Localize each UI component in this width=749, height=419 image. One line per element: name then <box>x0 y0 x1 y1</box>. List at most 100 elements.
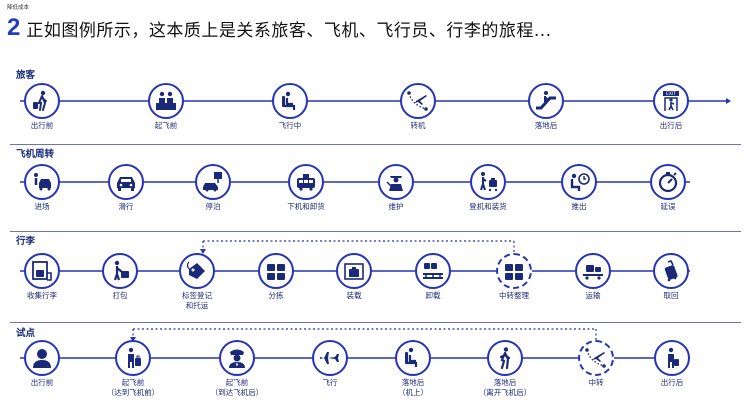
row-label-baggage: 行李 <box>16 236 36 247</box>
boarding-loading-icon <box>480 172 498 192</box>
step-baggage-transfer[interactable]: 中转整理 <box>468 253 560 301</box>
step-baggage-tag-checkin[interactable]: 标签登记 和托运 <box>151 253 243 311</box>
step-pilot-transfer[interactable]: 中转 <box>550 340 642 388</box>
walking-luggage-icon <box>33 90 47 111</box>
step-circle <box>24 83 60 119</box>
check-in-counter-icon <box>156 91 176 110</box>
step-aircraft-boarding[interactable]: 登机和装货 <box>442 164 534 212</box>
pilot-avatar-icon <box>33 349 51 368</box>
step-aircraft-pushback[interactable]: 推出 <box>533 164 625 212</box>
pushback-clock-icon <box>570 173 590 191</box>
step-aircraft-arrival[interactable]: 进场 <box>0 164 88 212</box>
step-label: 分拣 <box>268 291 284 300</box>
step-baggage-unload[interactable]: 卸载 <box>387 253 479 301</box>
step-label: 出行前 <box>30 121 54 130</box>
step-passenger-before-takeoff[interactable]: 起飞前 <box>120 83 212 131</box>
step-label: 转机 <box>410 121 426 130</box>
heading-text: 正如图例所示，这本质上是关系旅客、飞机、飞行员、行李的旅程... <box>26 20 552 41</box>
step-label: 出行后 <box>660 378 684 387</box>
step-label: 飞行 <box>322 378 338 387</box>
person-car-icon <box>34 173 51 191</box>
step-baggage-retrieve[interactable]: 取回 <box>625 253 717 301</box>
step-baggage-transport[interactable]: 运输 <box>547 253 639 301</box>
row-label-pilot: 试点 <box>16 328 36 339</box>
step-circle <box>179 253 215 289</box>
escalator-icon <box>536 91 556 110</box>
row-label-passenger: 旅客 <box>16 70 36 81</box>
row-divider <box>10 144 741 145</box>
step-label-second-line: （达到飞机前） <box>106 388 160 397</box>
step-label: 停泊 <box>205 202 221 211</box>
baggage-collection-icon <box>32 261 52 281</box>
step-label: 推出 <box>571 202 587 211</box>
step-circle <box>219 340 255 376</box>
step-pilot-landed-onboard[interactable]: 落地后 （机上） <box>367 340 459 398</box>
step-aircraft-parking[interactable]: 停泊 <box>167 164 259 212</box>
step-circle <box>487 340 523 376</box>
row-label-aircraft: 飞机周转 <box>16 149 55 160</box>
step-circle <box>24 164 60 200</box>
top-tag: 降低成本 <box>7 5 30 11</box>
step-pilot-before-aircraft[interactable]: 起飞前 （达到飞机前） <box>87 340 179 398</box>
step-label: 收集行李 <box>27 291 57 300</box>
step-label: 中转整理 <box>499 291 529 300</box>
step-pilot-at-aircraft[interactable]: 起飞前 （到达飞机后） <box>191 340 283 398</box>
step-baggage-collect[interactable]: 收集行李 <box>0 253 88 301</box>
step-passenger-after-travel[interactable]: EXIT 出行后 <box>625 83 717 131</box>
step-label: 打包 <box>112 291 128 300</box>
svg-text:EXIT: EXIT <box>666 91 676 97</box>
pilot-with-luggage-icon <box>128 347 141 368</box>
step-pilot-before-travel[interactable]: 出行前 <box>0 340 88 388</box>
step-circle <box>561 164 597 200</box>
step-baggage-pack[interactable]: 打包 <box>74 253 166 301</box>
step-baggage-load[interactable]: 装载 <box>308 253 400 301</box>
step-aircraft-deboarding[interactable]: 下机和卸货 <box>260 164 352 212</box>
step-aircraft-maintenance[interactable]: 维护 <box>350 164 442 212</box>
step-passenger-in-flight[interactable]: 飞行中 <box>244 83 336 131</box>
exit-sign-icon: EXIT <box>663 91 679 111</box>
step-label: 出行后 <box>659 121 683 130</box>
step-label: 维护 <box>388 202 404 211</box>
step-passenger-after-landing[interactable]: 落地后 <box>500 83 592 131</box>
step-circle <box>24 253 60 289</box>
step-passenger-transfer[interactable]: 转机 <box>372 83 464 131</box>
walking-person-icon <box>499 347 511 370</box>
step-label: 落地后 <box>534 121 558 130</box>
pilot-cap-icon <box>229 349 245 368</box>
step-label-second-line: 和托运 <box>185 301 209 310</box>
step-label: 飞行中 <box>278 121 302 130</box>
step-circle <box>650 164 686 200</box>
step-aircraft-delay[interactable]: 延误 <box>622 164 714 212</box>
step-pilot-left-aircraft[interactable]: 落地后 （离开飞机后） <box>459 340 551 398</box>
step-circle <box>400 83 436 119</box>
step-circle <box>470 164 506 200</box>
step-passenger-before-travel[interactable]: 出行前 <box>0 83 88 131</box>
step-circle <box>653 253 689 289</box>
step-baggage-sort[interactable]: 分拣 <box>230 253 322 301</box>
step-circle <box>654 340 690 376</box>
step-label-second-line: （机上） <box>398 388 428 397</box>
baggage-pickup-icon <box>664 260 678 282</box>
step-circle <box>115 340 151 376</box>
step-label: 卸载 <box>425 291 441 300</box>
step-aircraft-taxi[interactable]: 滑行 <box>80 164 172 212</box>
step-circle <box>336 253 372 289</box>
step-circle <box>102 253 138 289</box>
step-label: 进场 <box>34 202 50 211</box>
baggage-loading-icon <box>344 263 364 280</box>
step-circle <box>312 340 348 376</box>
step-circle <box>378 164 414 200</box>
step-pilot-after-travel[interactable]: 出行后 <box>626 340 718 388</box>
baggage-transfer-icon <box>505 264 523 280</box>
row-divider <box>10 322 741 323</box>
row-divider <box>10 231 741 232</box>
step-label: 起飞前 <box>225 378 249 387</box>
step-pilot-flight[interactable]: 飞行 <box>284 340 376 388</box>
airplane-seat-icon <box>282 91 296 110</box>
step-label: 运输 <box>585 291 601 300</box>
maintenance-worker-icon <box>386 176 403 191</box>
step-label: 取回 <box>663 291 679 300</box>
heading-number: 2 <box>7 14 21 41</box>
step-label: 落地后 <box>493 378 517 387</box>
seated-passenger-icon <box>405 347 418 367</box>
